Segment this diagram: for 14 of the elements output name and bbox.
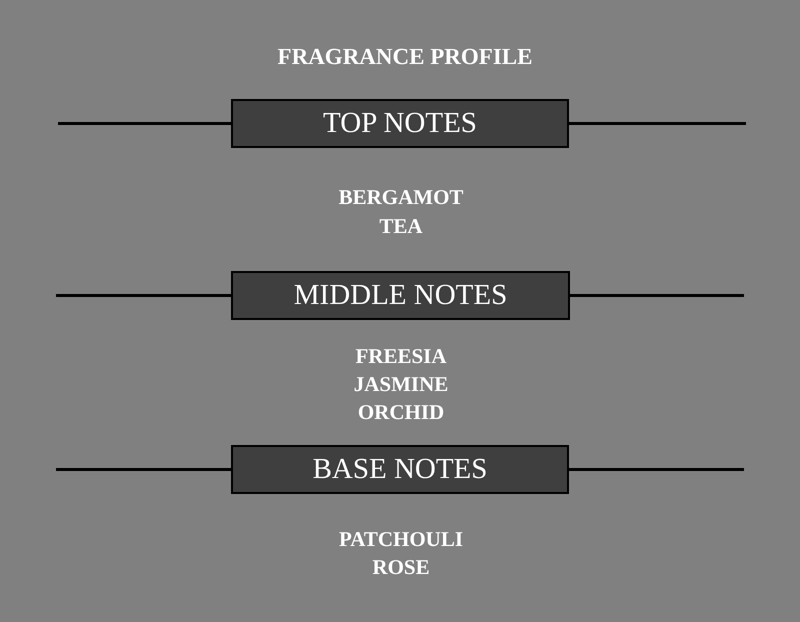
section-heading: TOP NOTES [323,106,477,140]
note-name: BERGAMOT [338,184,464,210]
section-heading: BASE NOTES [312,452,488,486]
note-name: PATCHOULI [338,526,464,552]
section-header-band [231,99,569,148]
note-name: ORCHID [358,400,444,424]
section-header-band [231,445,569,494]
note-name: FREESIA [355,344,447,368]
diagram-title: FRAGRANCE PROFILE [278,43,532,71]
section-heading: MIDDLE NOTES [294,278,508,312]
note-name: JASMINE [354,372,448,396]
note-name: ROSE [372,554,430,580]
section-header-band [231,271,570,320]
note-name: TEA [379,214,423,238]
